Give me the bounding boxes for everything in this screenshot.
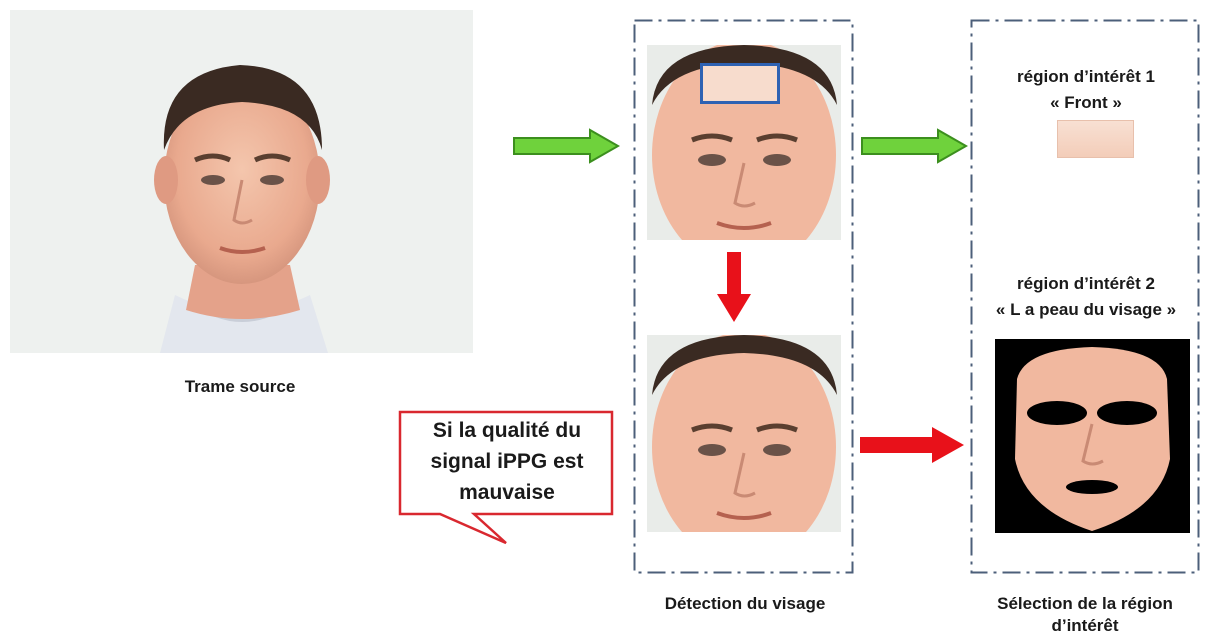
roi2-subtitle: « L a peau du visage » <box>995 300 1177 319</box>
roi1-forehead-crop <box>1057 120 1134 158</box>
detected-face-forehead-photo <box>647 45 841 240</box>
callout-bubble <box>398 410 614 545</box>
detection-caption: Détection du visage <box>664 594 826 613</box>
source-frame-photo <box>10 10 473 353</box>
roi1-title: région d’intérêt 1 <box>1017 67 1155 86</box>
selection-caption: Sélection de la région d’intérêt <box>960 593 1208 637</box>
green-arrow-right-icon <box>861 128 968 164</box>
callout-line-1: Si la qualité du <box>432 419 582 442</box>
selection-caption-line-1: Sélection de la région <box>997 594 1173 613</box>
roi1-subtitle: « Front » <box>1050 93 1122 112</box>
roi2-label: région d’intérêt 2 « L a peau du visage … <box>975 271 1197 323</box>
detected-face-photo <box>647 335 841 532</box>
detection-dashed-box <box>633 19 854 574</box>
roi2-title: région d’intérêt 2 <box>1017 274 1155 293</box>
callout-line-2: signal iPPG est <box>430 450 584 473</box>
green-arrow-right-icon <box>513 128 620 164</box>
source-frame-caption: Trame source <box>184 377 296 396</box>
selection-dashed-box <box>970 19 1200 574</box>
roi1-label: région d’intérêt 1 « Front » <box>980 64 1192 116</box>
roi2-face-skin-crop <box>995 339 1190 533</box>
callout-line-3: mauvaise <box>459 481 555 504</box>
selection-caption-line-2: d’intérêt <box>1051 616 1119 635</box>
forehead-detection-box <box>700 63 780 104</box>
callout-text: Si la qualité du signal iPPG est mauvais… <box>400 415 614 508</box>
red-arrow-down-icon <box>717 252 751 322</box>
red-arrow-right-icon <box>860 427 964 463</box>
